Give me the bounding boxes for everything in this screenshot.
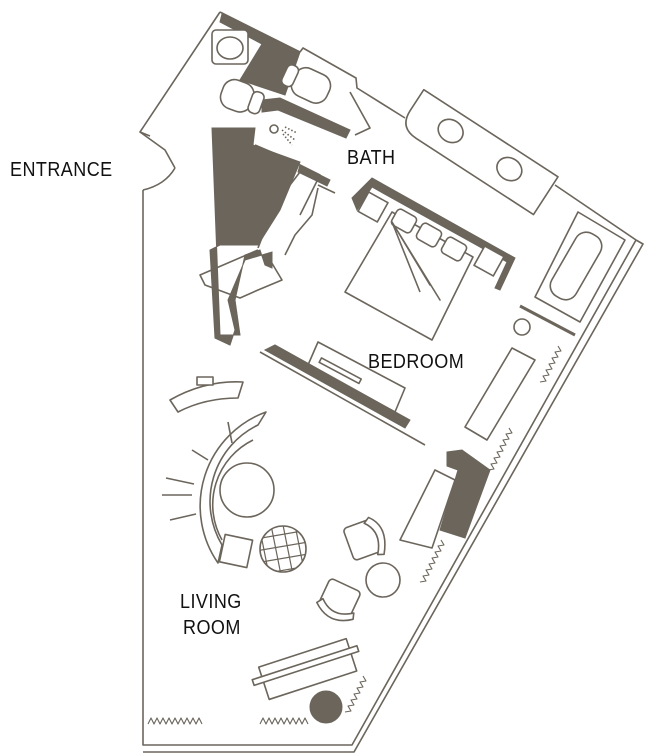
armchair [316, 578, 361, 622]
floor-lamp [309, 690, 343, 724]
tv-console [259, 341, 426, 446]
bath-walls [209, 13, 351, 346]
bath-fixtures [211, 29, 626, 337]
media-bench [251, 637, 360, 701]
sink-icon [437, 118, 464, 144]
shower-icon [269, 124, 298, 146]
dresser [464, 347, 536, 441]
room-label-bath: BATH [347, 147, 396, 169]
closet [199, 171, 336, 299]
armchair [343, 516, 386, 561]
curtains [147, 345, 562, 725]
toilet-icon [219, 78, 265, 115]
bathtub-icon [534, 211, 626, 323]
room-label-living-line1: LIVING [180, 591, 242, 613]
coffee-table [219, 462, 275, 518]
side-table [365, 562, 401, 598]
entrance-door [139, 131, 176, 191]
round-rug [259, 525, 307, 573]
fan-icon [513, 318, 531, 336]
room-label-living-line2: ROOM [183, 617, 241, 639]
desk [399, 449, 491, 549]
curved-sofa [162, 376, 275, 569]
vanity-counter [405, 88, 559, 216]
toilet-icon [280, 64, 332, 104]
bed [344, 177, 516, 341]
ottoman [218, 533, 254, 569]
room-label-bedroom: BEDROOM [368, 351, 465, 373]
room-label-entrance: ENTRANCE [10, 159, 113, 181]
sink-icon [496, 156, 523, 182]
